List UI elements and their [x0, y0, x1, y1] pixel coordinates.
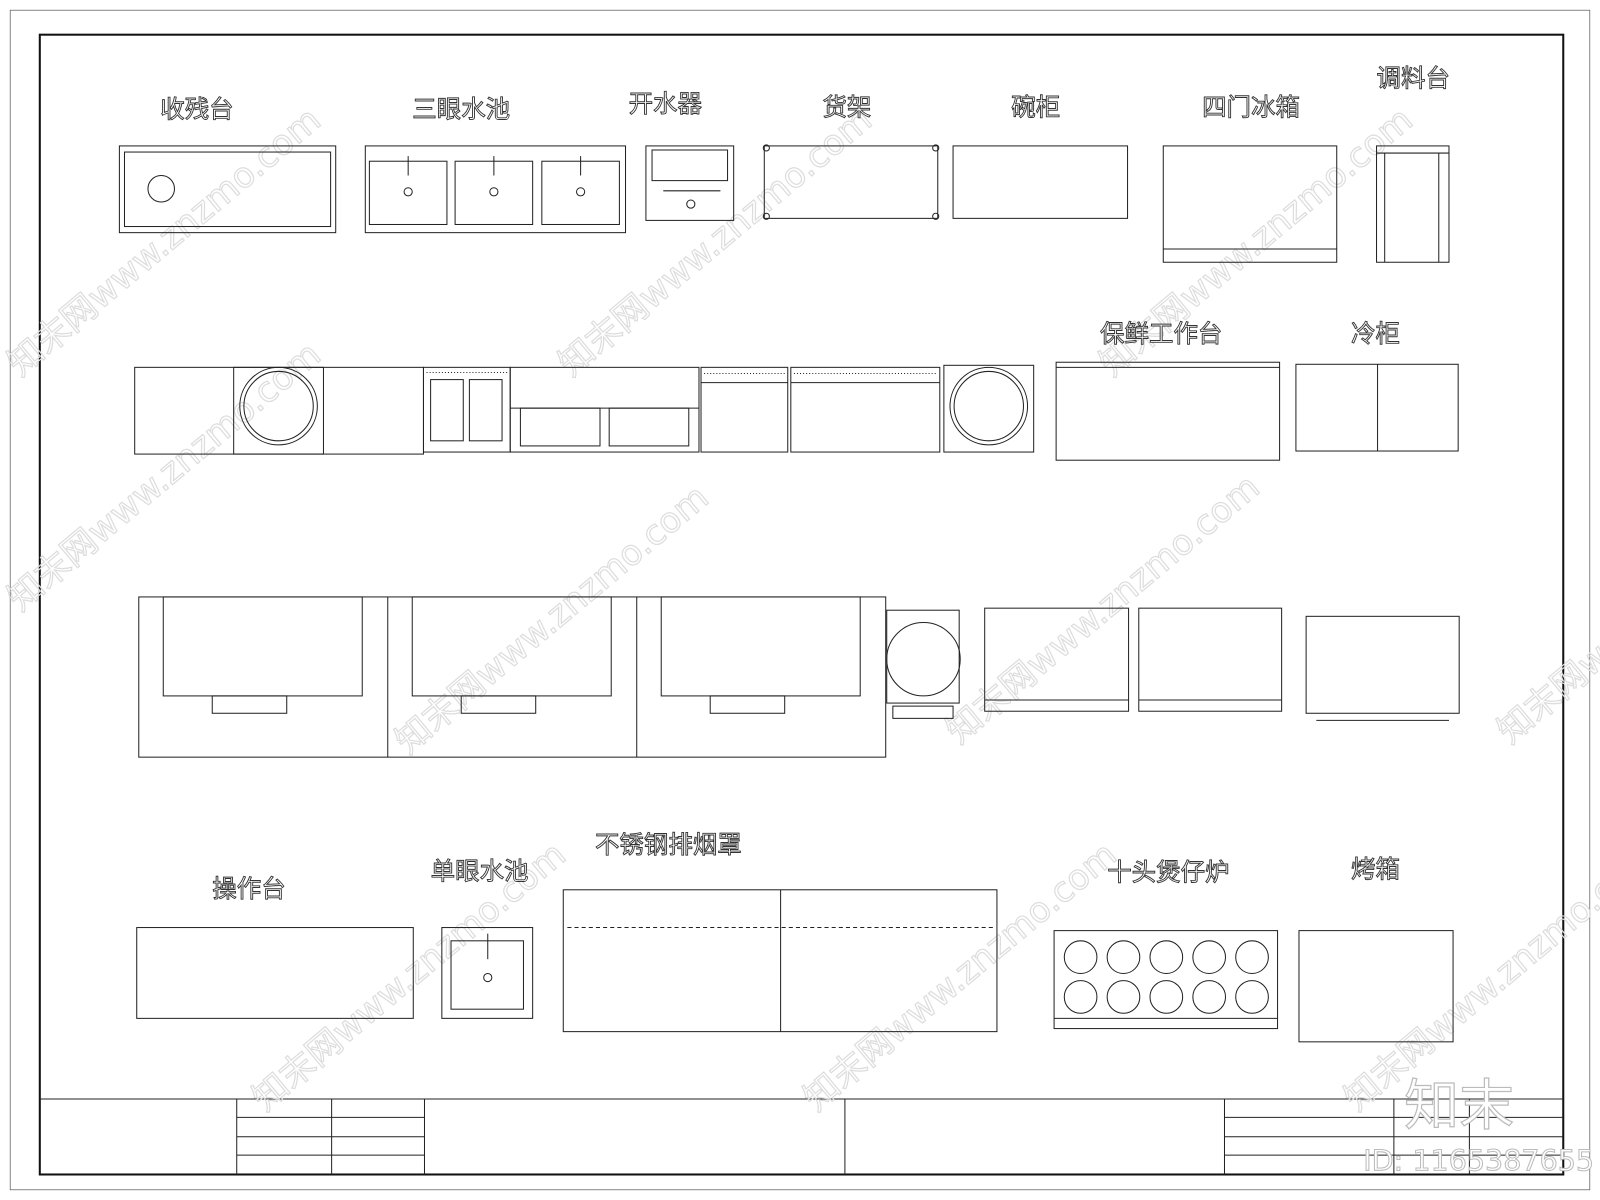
seasoning-table-drawing — [1376, 145, 1450, 263]
watermark-id: ID: 1165387655 — [1363, 1143, 1594, 1177]
label-freezer: 冷柜 — [1351, 319, 1400, 348]
label-single-sink: 单眼水池 — [431, 857, 529, 886]
title-block — [39, 1098, 1564, 1175]
label-bowl-cabinet: 碗柜 — [1011, 92, 1060, 121]
label-fresh-work-table: 保鲜工作台 — [1100, 319, 1222, 348]
label-seasoning-table: 调料台 — [1377, 64, 1450, 93]
drawing-border — [38, 33, 1565, 1176]
label-oven: 烤箱 — [1351, 855, 1400, 884]
cabinet-pair-drawing — [984, 607, 1460, 721]
triple-sink-drawing — [364, 145, 627, 234]
label-work-table: 操作台 — [212, 874, 285, 903]
cooking-line-drawing — [134, 364, 1035, 455]
svg-text:知末网www.znzmo.com: 知末网www.znzmo.com — [0, 100, 328, 385]
label-water-boiler: 开水器 — [629, 89, 702, 118]
single-sink-drawing — [441, 927, 534, 1019]
clearing-table-drawing — [118, 145, 337, 234]
label-clay-pot-stove: 十头煲仔炉 — [1107, 858, 1229, 887]
bowl-cabinet-drawing — [952, 145, 1129, 219]
fresh-work-table-drawing — [1055, 361, 1281, 461]
shelf-drawing — [762, 144, 940, 220]
svg-text:知末网www.znzmo.com: 知末网www.znzmo.com — [1490, 467, 1600, 752]
oven-drawing — [1298, 930, 1454, 1043]
label-clearing-table: 收残台 — [160, 94, 233, 123]
four-door-fridge-drawing — [1162, 145, 1338, 263]
watermark: 知末网www.znzmo.com 知末网www.znzmo.com 知末网www… — [0, 99, 1600, 1120]
label-four-door-fridge: 四门冰箱 — [1202, 92, 1300, 121]
svg-text:知末网www.znzmo.com: 知末网www.znzmo.com — [552, 100, 880, 385]
exhaust-hood-drawing — [562, 889, 998, 1033]
svg-text:知末网www.znzmo.com: 知末网www.znzmo.com — [796, 835, 1124, 1120]
svg-text:知末网www.znzmo.com: 知末网www.znzmo.com — [939, 467, 1267, 752]
svg-text:知末网www.znzmo.com: 知末网www.znzmo.com — [0, 335, 328, 620]
label-triple-sink: 三眼水池 — [412, 94, 510, 123]
work-table-drawing — [136, 927, 414, 1019]
freezer-drawing — [1295, 363, 1459, 452]
hood-units-drawing — [138, 596, 961, 758]
label-exhaust-hood: 不锈钢排烟罩 — [595, 830, 742, 859]
clay-pot-stove-drawing — [1053, 930, 1279, 1030]
watermark-logo: 知末 — [1404, 1073, 1514, 1137]
label-shelf: 货架 — [822, 92, 871, 121]
svg-text:知末网www.znzmo.com: 知末网www.znzmo.com — [388, 477, 716, 762]
outer-frame — [9, 9, 1591, 1191]
water-boiler-drawing — [645, 145, 735, 221]
